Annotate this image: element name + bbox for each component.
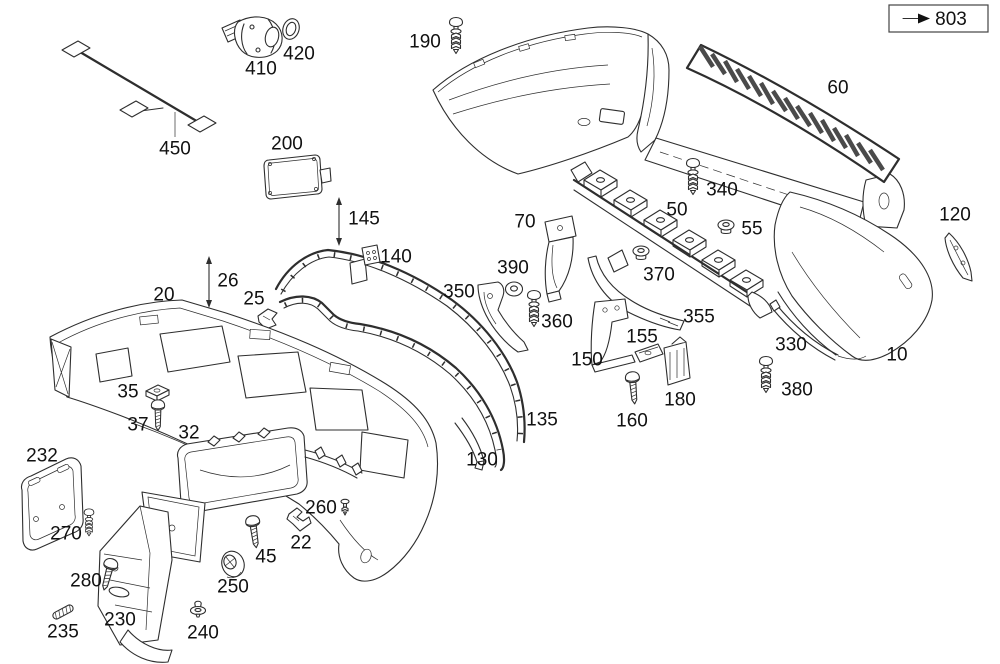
callout-355[interactable]: 355: [683, 307, 715, 328]
callout-390[interactable]: 390: [497, 258, 529, 279]
callout-270[interactable]: 270: [50, 524, 82, 545]
bracket-180: [663, 336, 691, 386]
parking-sensor: [221, 16, 283, 58]
callout-70[interactable]: 70: [514, 212, 535, 233]
washer-390: [504, 281, 524, 297]
clip-25: [257, 308, 278, 330]
callout-370[interactable]: 370: [643, 265, 675, 286]
stud-235: [52, 604, 74, 620]
step-plate: [685, 43, 901, 184]
bracket-70: [544, 215, 577, 303]
arrow-26: [206, 256, 212, 308]
trim-strip-end: [454, 417, 485, 471]
screw-45: [244, 514, 264, 550]
trim-strip-upper: [274, 248, 526, 444]
callout-155[interactable]: 155: [626, 327, 658, 348]
arrow-right-icon: [902, 13, 930, 24]
sensor-ring: [282, 18, 300, 40]
callout-240[interactable]: 240: [187, 623, 219, 644]
callout-37[interactable]: 37: [127, 415, 148, 436]
callout-135[interactable]: 135: [526, 410, 558, 431]
strip-330: [769, 299, 839, 361]
callout-20[interactable]: 20: [153, 285, 174, 306]
callout-45[interactable]: 45: [255, 547, 276, 568]
callout-330[interactable]: 330: [775, 335, 807, 356]
callout-55[interactable]: 55: [741, 219, 762, 240]
callout-120[interactable]: 120: [939, 205, 971, 226]
callout-450[interactable]: 450: [159, 139, 191, 160]
mounting-bracket-230: [97, 491, 206, 663]
callout-140[interactable]: 140: [380, 247, 412, 268]
expansion-rivet-190: [448, 16, 464, 55]
callout-280[interactable]: 280: [70, 571, 102, 592]
callout-250[interactable]: 250: [217, 577, 249, 598]
callout-160[interactable]: 160: [616, 411, 648, 432]
bracket-150: [590, 298, 636, 373]
callout-190[interactable]: 190: [409, 32, 441, 53]
callout-22[interactable]: 22: [290, 533, 311, 554]
callout-410[interactable]: 410: [245, 59, 277, 80]
callout-380[interactable]: 380: [781, 380, 813, 401]
bracket-350: [477, 281, 529, 353]
rivet-270: [83, 508, 95, 537]
bumper-corner: [773, 191, 933, 361]
callout-60[interactable]: 60: [827, 78, 848, 99]
control-module: [263, 154, 332, 200]
push-clip-240: [189, 600, 207, 618]
callout-26[interactable]: 26: [217, 271, 238, 292]
callout-32[interactable]: 32: [178, 423, 199, 444]
plastic-nut-250: [221, 550, 245, 579]
ref-label: 803: [935, 9, 967, 30]
nut-55: [717, 219, 735, 235]
clip-22: [286, 507, 312, 532]
callout-350[interactable]: 350: [443, 282, 475, 303]
clip-plate-140: [361, 244, 381, 266]
trim-strip-lower: [278, 295, 506, 472]
washer-280: [108, 586, 130, 598]
callout-130[interactable]: 130: [466, 450, 498, 471]
callout-25[interactable]: 25: [243, 289, 264, 310]
ref-link-803[interactable]: 803: [888, 4, 989, 33]
callout-35[interactable]: 35: [117, 382, 138, 403]
nut-370: [632, 245, 650, 261]
impact-absorber: [570, 161, 773, 319]
screw-360: [526, 289, 542, 328]
callout-420[interactable]: 420: [283, 44, 315, 65]
callout-360[interactable]: 360: [541, 312, 573, 333]
callout-145[interactable]: 145: [348, 209, 380, 230]
callout-340[interactable]: 340: [706, 180, 738, 201]
callout-260[interactable]: 260: [305, 498, 337, 519]
screw-340: [685, 157, 701, 196]
wiring-harness: [61, 40, 217, 137]
plate-155: [634, 343, 664, 363]
callout-230[interactable]: 230: [104, 610, 136, 631]
bracket-355: [587, 249, 685, 331]
arrow-145: [336, 197, 342, 246]
callout-200[interactable]: 200: [271, 134, 303, 155]
callout-150[interactable]: 150: [571, 350, 603, 371]
callout-180[interactable]: 180: [664, 390, 696, 411]
bracket-120: [944, 232, 973, 282]
callout-232[interactable]: 232: [26, 446, 58, 467]
screw-160: [624, 370, 643, 406]
callout-235[interactable]: 235: [47, 622, 79, 643]
screw-380: [758, 355, 774, 394]
callout-50[interactable]: 50: [666, 200, 687, 221]
license-plate-pad: [20, 457, 84, 551]
callout-10[interactable]: 10: [886, 345, 907, 366]
